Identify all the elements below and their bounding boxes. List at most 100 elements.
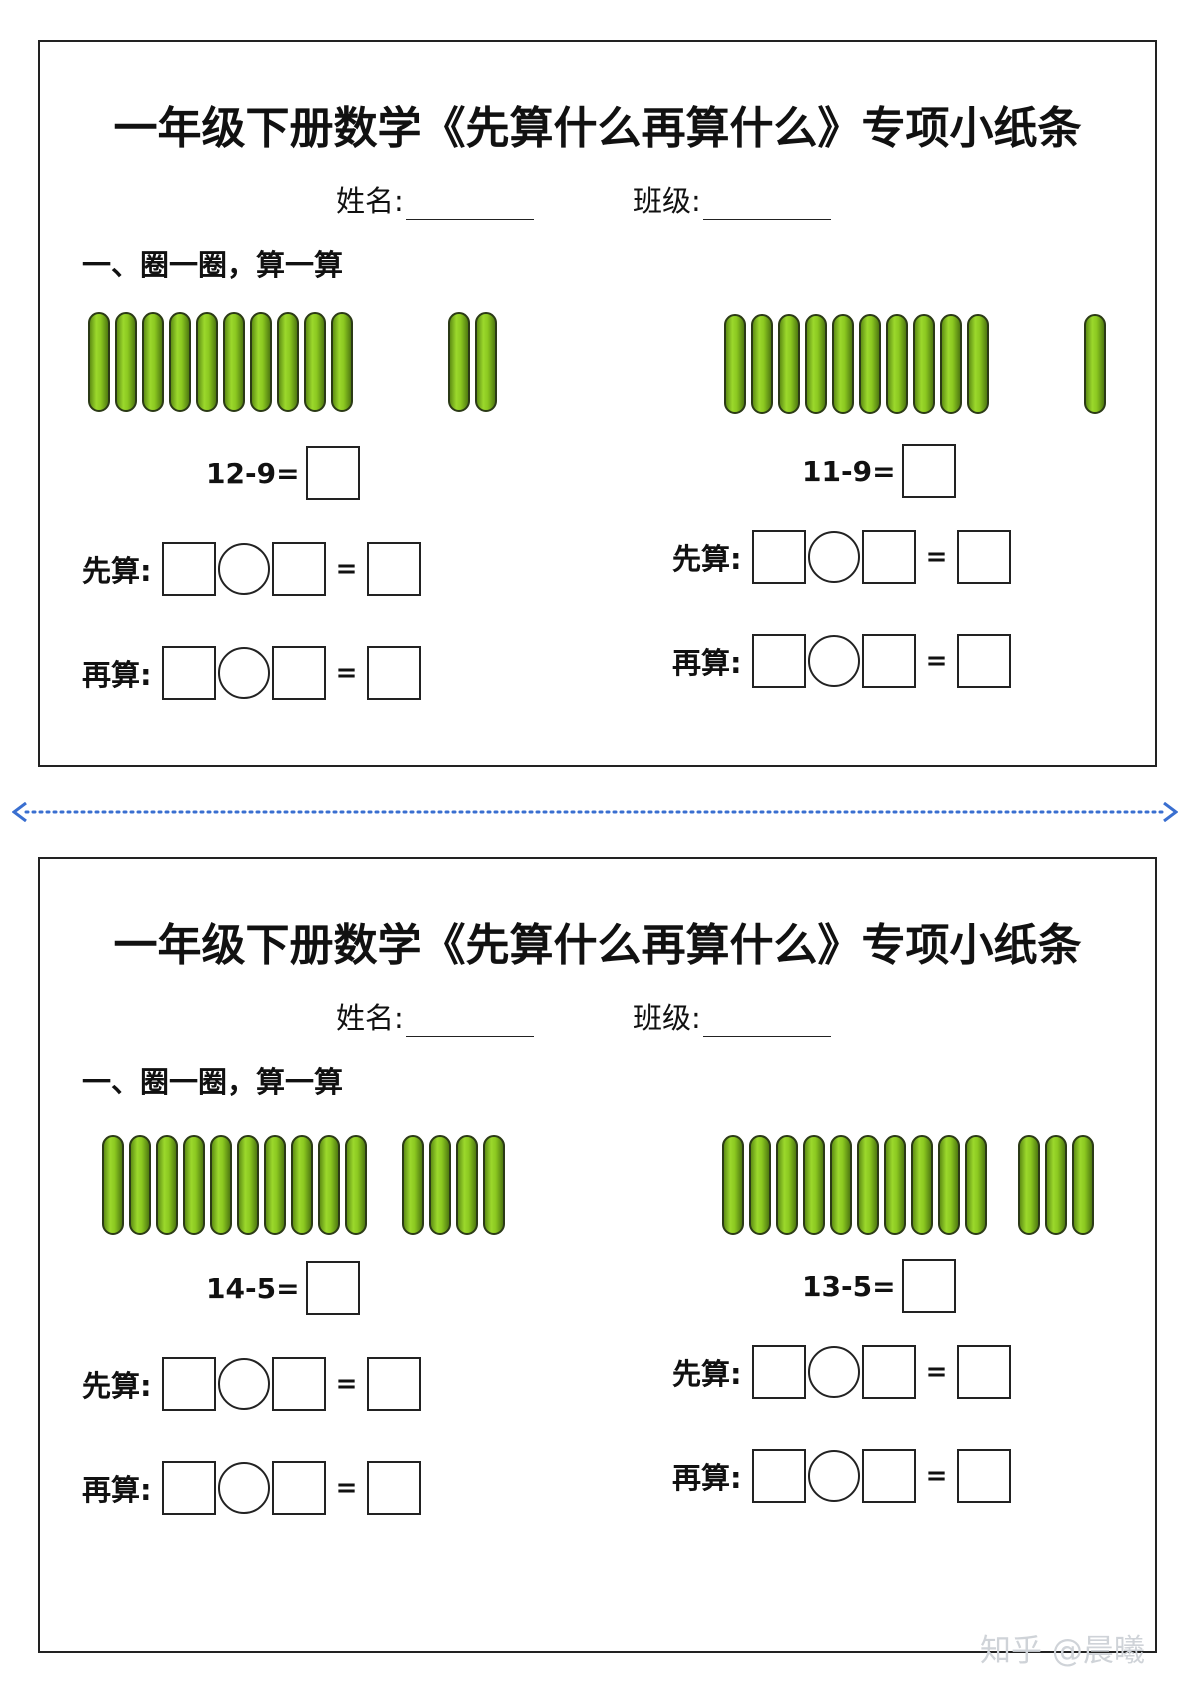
counting-stick [911,1135,933,1235]
answer-box[interactable] [305,1261,360,1315]
operator-circle[interactable] [217,1462,270,1514]
equals-sign: = [925,646,948,676]
operand-box[interactable] [271,1357,326,1411]
step-second: 再算: = [82,646,422,700]
answer-box[interactable] [305,446,360,500]
operator-circle[interactable] [807,531,860,583]
counting-stick [1072,1135,1094,1235]
operand-box[interactable] [751,634,806,688]
operand-box[interactable] [271,1461,326,1515]
counting-stick [250,312,272,412]
class-field[interactable]: 班级: [633,178,831,220]
counting-stick [345,1135,367,1235]
name-field[interactable]: 姓名: [336,995,534,1037]
arrow-right-icon [1163,802,1178,822]
operand-box[interactable] [861,1345,916,1399]
sticks-group-ones[interactable] [448,312,497,412]
counting-stick [1018,1135,1040,1235]
name-blank[interactable] [405,1006,534,1037]
counting-stick [448,312,470,412]
operator-circle[interactable] [217,647,270,699]
counting-stick [803,1135,825,1235]
worksheet-title: 一年级下册数学《先算什么再算什么》专项小纸条 [113,920,1082,971]
watermark: 知乎 @晨曦 [980,1633,1145,1669]
operator-circle[interactable] [217,1358,270,1410]
sticks-group-tens[interactable] [102,1135,367,1235]
operand-box[interactable] [161,646,216,700]
counting-stick [88,312,110,412]
counting-stick [237,1135,259,1235]
result-box[interactable] [957,1345,1012,1399]
step-label: 再算: [82,658,152,692]
counting-stick [483,1135,505,1235]
result-box[interactable] [957,634,1012,688]
result-box[interactable] [367,542,422,596]
counting-stick [331,312,353,412]
name-label: 姓名: [336,1001,404,1035]
sticks-group-tens[interactable] [724,314,989,414]
counting-stick [102,1135,124,1235]
counting-stick [776,1135,798,1235]
class-blank[interactable] [702,1006,831,1037]
counting-stick [304,312,326,412]
result-box[interactable] [367,1357,422,1411]
class-blank[interactable] [702,189,831,220]
operand-box[interactable] [861,634,916,688]
cut-line-divider [12,802,1178,822]
equals-sign: = [925,1461,948,1491]
operand-box[interactable] [751,1449,806,1503]
counting-stick [142,312,164,412]
result-box[interactable] [367,646,422,700]
operator-circle[interactable] [217,543,270,595]
counting-stick [291,1135,313,1235]
counting-stick [965,1135,987,1235]
step-first: 先算: = [672,530,1012,584]
sticks-group-tens[interactable] [722,1135,987,1235]
step-label: 再算: [672,646,742,680]
counting-stick [277,312,299,412]
operand-box[interactable] [161,1357,216,1411]
step-label: 先算: [672,1357,742,1391]
operand-box[interactable] [271,542,326,596]
result-box[interactable] [367,1461,422,1515]
operator-circle[interactable] [807,1450,860,1502]
counting-stick [751,314,773,414]
expression-text: 12-9= [206,456,300,490]
operand-box[interactable] [161,1461,216,1515]
equals-sign: = [925,542,948,572]
counting-stick [749,1135,771,1235]
operand-box[interactable] [861,530,916,584]
answer-box[interactable] [901,444,956,498]
operand-box[interactable] [161,542,216,596]
operand-box[interactable] [271,646,326,700]
sticks-group-tens[interactable] [88,312,353,412]
problem-expression: 14-5= [206,1261,360,1315]
equals-sign: = [925,1357,948,1387]
operator-circle[interactable] [807,635,860,687]
step-label: 再算: [672,1461,742,1495]
result-box[interactable] [957,1449,1012,1503]
step-label: 先算: [82,1369,152,1403]
name-field[interactable]: 姓名: [336,178,534,220]
counting-stick [724,314,746,414]
expression-text: 13-5= [802,1269,896,1303]
counting-stick [210,1135,232,1235]
operand-box[interactable] [751,530,806,584]
sticks-group-ones[interactable] [402,1135,505,1235]
expression-text: 11-9= [802,454,896,488]
result-box[interactable] [957,530,1012,584]
counting-stick [1045,1135,1067,1235]
step-first: 先算: = [82,542,422,596]
operand-box[interactable] [861,1449,916,1503]
answer-box[interactable] [901,1259,956,1313]
sticks-group-ones[interactable] [1018,1135,1094,1235]
equals-sign: = [335,658,358,688]
counting-stick [722,1135,744,1235]
operator-circle[interactable] [807,1346,860,1398]
operand-box[interactable] [751,1345,806,1399]
step-first: 先算: = [672,1345,1012,1399]
class-field[interactable]: 班级: [633,995,831,1037]
sticks-group-ones[interactable] [1084,314,1106,414]
name-blank[interactable] [405,189,534,220]
counting-stick [805,314,827,414]
